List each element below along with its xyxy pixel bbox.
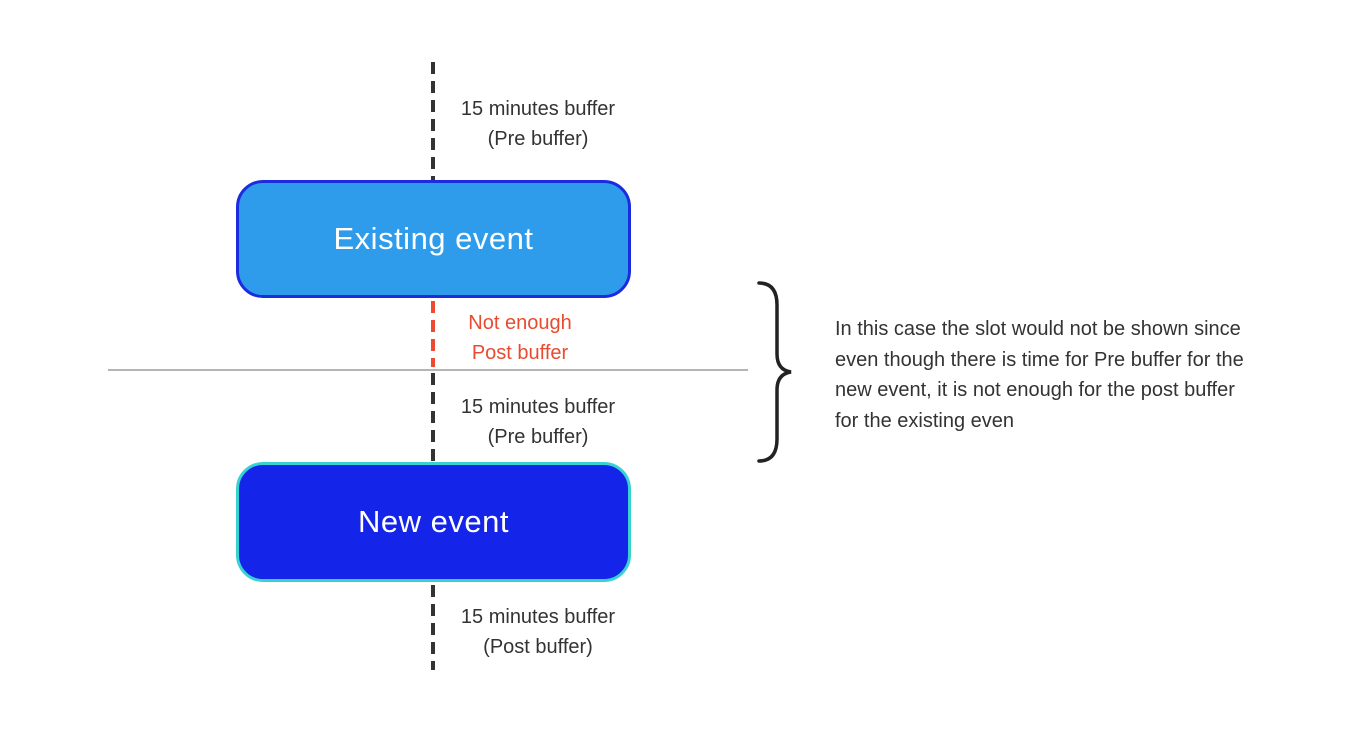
not-enough-text: Not enough bbox=[468, 312, 572, 334]
pre-buffer-label-middle: 15 minutes buffer (Pre buffer) bbox=[446, 392, 630, 452]
new-event-label: New event bbox=[358, 504, 509, 539]
annotation-text: In this case the slot would not be shown… bbox=[835, 318, 1244, 432]
buffer-type-text: (Pre buffer) bbox=[487, 426, 589, 448]
post-buffer-dashed-line-bottom bbox=[431, 585, 435, 670]
buffer-type-text: (Pre buffer) bbox=[487, 128, 589, 150]
availability-divider-line bbox=[108, 369, 748, 371]
existing-event-label: Existing event bbox=[333, 221, 534, 256]
existing-event-box: Existing event bbox=[236, 180, 631, 298]
post-buffer-text: Post buffer bbox=[471, 342, 569, 364]
not-enough-post-buffer-dashed-line bbox=[431, 301, 435, 367]
buffer-duration-text: 15 minutes buffer bbox=[460, 606, 616, 628]
post-buffer-label-bottom: 15 minutes buffer (Post buffer) bbox=[446, 602, 630, 662]
buffer-duration-text: 15 minutes buffer bbox=[460, 396, 616, 418]
not-enough-post-buffer-label: Not enough Post buffer bbox=[448, 308, 592, 368]
pre-buffer-dashed-line-middle bbox=[431, 373, 435, 462]
pre-buffer-dashed-line-top bbox=[431, 62, 435, 180]
buffer-type-text: (Post buffer) bbox=[483, 636, 593, 658]
buffer-duration-text: 15 minutes buffer bbox=[460, 98, 616, 120]
new-event-box: New event bbox=[236, 462, 631, 582]
curly-brace-icon bbox=[757, 281, 792, 463]
pre-buffer-label-top: 15 minutes buffer (Pre buffer) bbox=[446, 94, 630, 154]
